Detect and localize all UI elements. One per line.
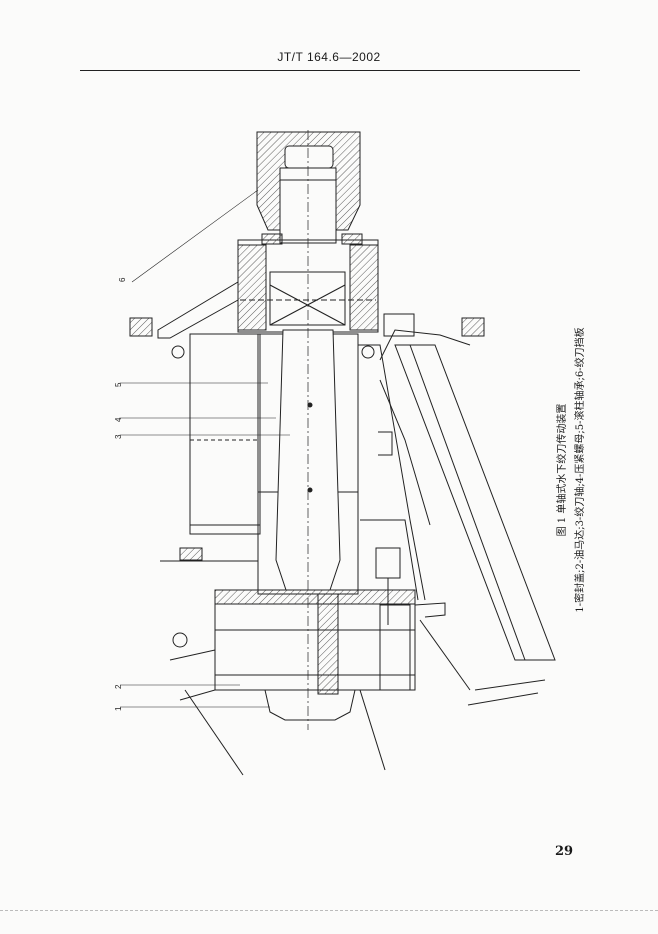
right-frame (358, 344, 426, 601)
roller-bearing (269, 271, 346, 326)
standard-number: JT/T 164.6—2002 (277, 50, 381, 64)
callout-6: 6 (118, 277, 127, 282)
callout-1: 1 (114, 706, 123, 711)
ladder-arm (394, 344, 556, 661)
right-block (461, 317, 485, 337)
callout-3: 3 (114, 434, 123, 439)
callout-4: 4 (114, 417, 123, 422)
cutter-guard (157, 281, 239, 339)
top-cap-recess (284, 145, 334, 169)
lower-guard (169, 649, 216, 701)
figure-legend: 1-密封盖;2-油马达;3-绞刀轴;4-压紧螺母;5-滚柱轴承;6-绞刀挡板 (575, 327, 586, 613)
leader-6 (131, 189, 259, 283)
bearing-housing-left (237, 244, 267, 331)
motor-shaft (317, 593, 339, 695)
callout-5: 5 (114, 382, 123, 387)
bearing-housing-right (349, 244, 379, 331)
seal-cover (264, 689, 356, 721)
left-block (129, 317, 153, 337)
callout-2: 2 (114, 684, 123, 689)
page-number: 29 (555, 844, 574, 859)
main-housing (189, 333, 261, 535)
bottom-rule (0, 910, 658, 911)
header-rule (80, 70, 580, 71)
figure-caption: 图 1 单轴式水下绞刀传动装置 1-密封盖;2-油马达;3-绞刀轴;4-压紧螺母… (554, 327, 590, 612)
figure-title: 图 1 单轴式水下绞刀传动装置 (557, 403, 568, 537)
